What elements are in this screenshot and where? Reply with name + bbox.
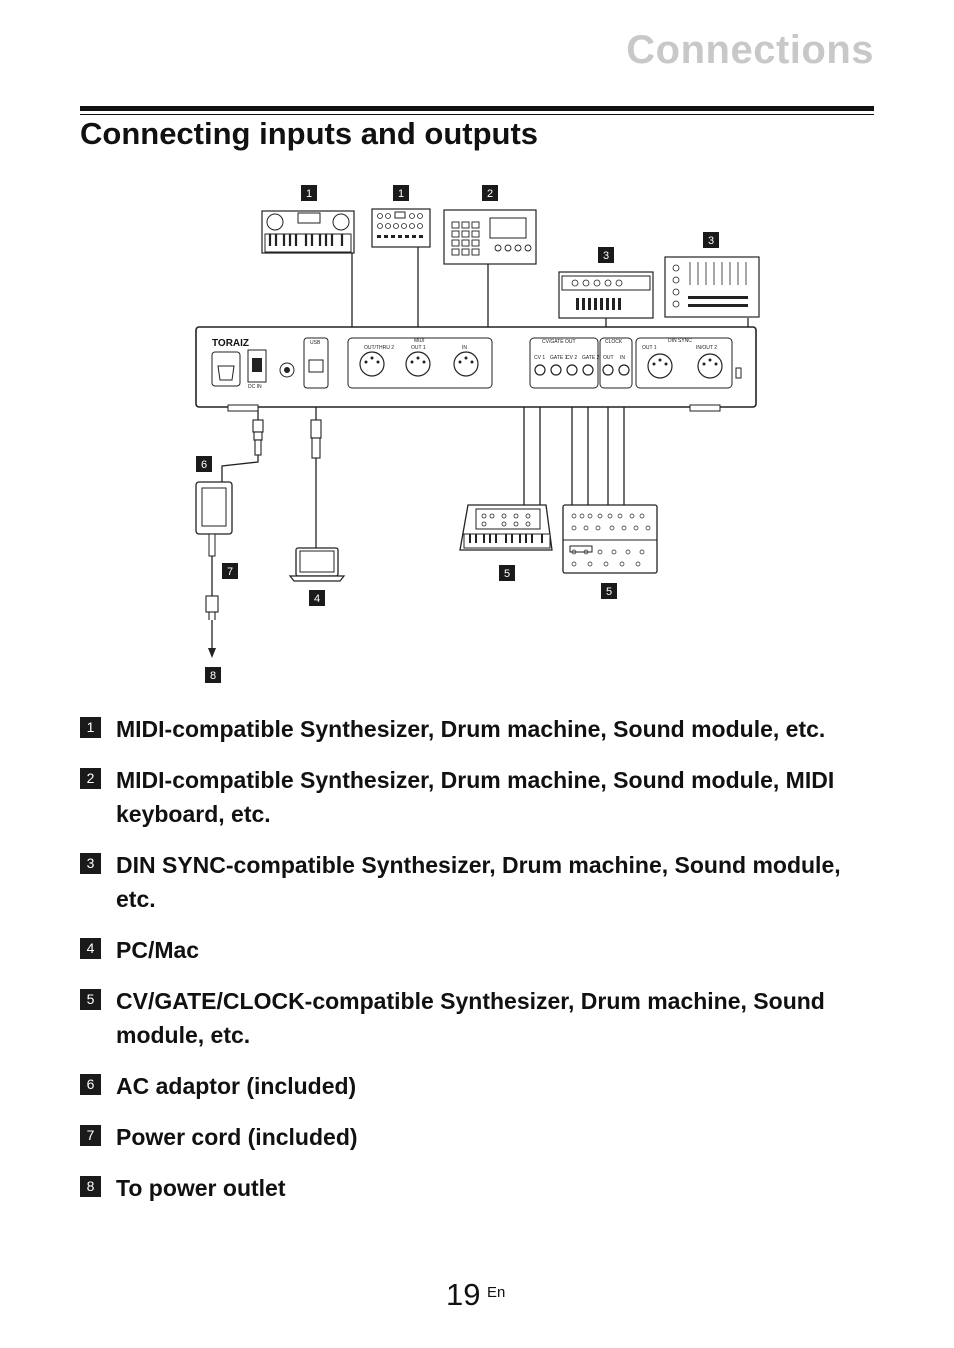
legend-number: 8	[80, 1176, 101, 1197]
laptop-icon	[288, 547, 346, 582]
legend-list: 1 MIDI-compatible Synthesizer, Drum mach…	[80, 712, 880, 1222]
legend-number: 7	[80, 1125, 101, 1146]
toraiz-rear-panel: TORAIZ DC IN USB MIDI OUT/THRU 2 OUT 1 I…	[195, 326, 757, 412]
callout-5b: 5	[606, 586, 612, 598]
legend-number: 6	[80, 1074, 101, 1095]
power-plug-icon	[205, 595, 219, 620]
din-out2-label: IN/OUT 2	[696, 345, 717, 351]
legend-number: 2	[80, 768, 101, 789]
legend-item: 6 AC adaptor (included)	[80, 1069, 880, 1103]
gate1-label: GATE 1	[550, 355, 568, 361]
modular-rack-icon	[562, 504, 658, 574]
legend-number: 5	[80, 989, 101, 1010]
din-sync-drum-machine-icon	[558, 271, 654, 319]
callout-4: 4	[314, 593, 320, 605]
midi-label: MIDI	[414, 338, 425, 344]
ac-adaptor-icon	[195, 481, 233, 557]
callout-1b: 1	[398, 188, 404, 200]
clock-in-label: IN	[620, 355, 625, 361]
legend-text: CV/GATE/CLOCK-compatible Synthesizer, Dr…	[116, 988, 825, 1048]
callout-5a: 5	[504, 568, 510, 580]
page-number: 19	[446, 1277, 481, 1312]
outlet-arrow-icon	[208, 648, 216, 658]
usb-plug-icon	[310, 419, 322, 439]
clock-label: CLOCK	[605, 339, 623, 345]
legend-item: 8 To power outlet	[80, 1171, 880, 1205]
diagram-callouts: 1 1 2 3 3 6 7 4 5 5 8	[196, 185, 719, 683]
legend-item: 4 PC/Mac	[80, 933, 880, 967]
legend-text: MIDI-compatible Synthesizer, Drum machin…	[116, 716, 826, 742]
desktop-module-icon	[371, 208, 431, 248]
legend-number: 1	[80, 717, 101, 738]
dc-in-label: DC IN	[248, 384, 262, 390]
legend-item: 1 MIDI-compatible Synthesizer, Drum mach…	[80, 712, 880, 746]
modular-keyboard-synth-icon	[459, 504, 553, 551]
legend-text: DIN SYNC-compatible Synthesizer, Drum ma…	[116, 852, 841, 912]
page-language: En	[487, 1284, 506, 1301]
legend-item: 2 MIDI-compatible Synthesizer, Drum mach…	[80, 763, 880, 831]
clock-out-label: OUT	[603, 355, 614, 361]
midi-in-label: IN	[462, 345, 467, 351]
connection-diagram: TORAIZ DC IN USB MIDI OUT/THRU 2 OUT 1 I…	[195, 185, 760, 683]
legend-item: 7 Power cord (included)	[80, 1120, 880, 1154]
dc-plug-icon	[252, 419, 264, 433]
cv-gate-label: CV/GATE OUT	[542, 339, 576, 345]
din-sync-label: DIN SYNC	[668, 338, 692, 344]
callout-3a: 3	[603, 250, 609, 262]
midi-out-label: OUT 1	[411, 345, 426, 351]
legend-text: To power outlet	[116, 1175, 286, 1201]
usb-label: USB	[310, 340, 321, 346]
callout-6: 6	[201, 459, 207, 471]
groovebox-icon	[443, 209, 537, 265]
header-rule-thin	[80, 114, 874, 115]
section-title: Connecting inputs and outputs	[80, 116, 539, 151]
legend-text: Power cord (included)	[116, 1124, 358, 1150]
legend-item: 5 CV/GATE/CLOCK-compatible Synthesizer, …	[80, 984, 880, 1052]
din-sync-sequencer-icon	[664, 256, 760, 318]
callout-7: 7	[227, 566, 233, 578]
legend-text: AC adaptor (included)	[116, 1073, 357, 1099]
device-brand: TORAIZ	[212, 338, 249, 349]
legend-number: 3	[80, 853, 101, 874]
callout-1a: 1	[306, 188, 312, 200]
din-out-label: OUT 1	[642, 345, 657, 351]
cv1-label: CV 1	[534, 355, 545, 361]
legend-item: 3 DIN SYNC-compatible Synthesizer, Drum …	[80, 848, 880, 916]
legend-text: MIDI-compatible Synthesizer, Drum machin…	[116, 767, 835, 827]
callout-3b: 3	[708, 235, 714, 247]
cable-adaptor	[221, 455, 259, 482]
cv2-label: CV 2	[566, 355, 577, 361]
legend-text: PC/Mac	[116, 937, 200, 963]
keyboard-synth-icon	[261, 210, 355, 254]
header-rule-thick	[80, 106, 874, 111]
legend-number: 4	[80, 938, 101, 959]
callout-8: 8	[210, 670, 216, 682]
midi-out-thru-label: OUT/THRU 2	[364, 345, 394, 351]
chapter-title: Connections	[626, 28, 874, 72]
callout-2: 2	[487, 188, 493, 200]
gate2-label: GATE 2	[582, 355, 600, 361]
